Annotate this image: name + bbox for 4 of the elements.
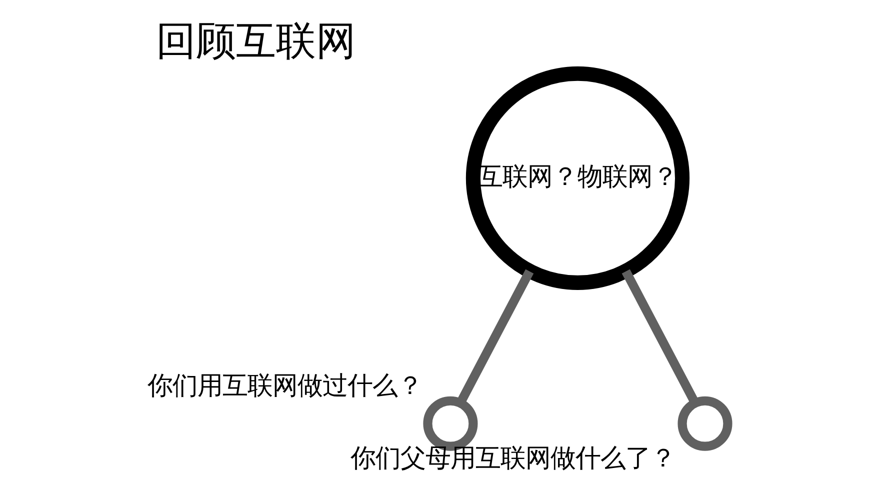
node-label: 你们用互联网做过什么？ (148, 370, 422, 401)
node-label: 你们父母用互联网做什么了？ (350, 444, 676, 474)
diagram-title: 回顾互联网 (156, 18, 356, 65)
node-circle (678, 396, 732, 451)
